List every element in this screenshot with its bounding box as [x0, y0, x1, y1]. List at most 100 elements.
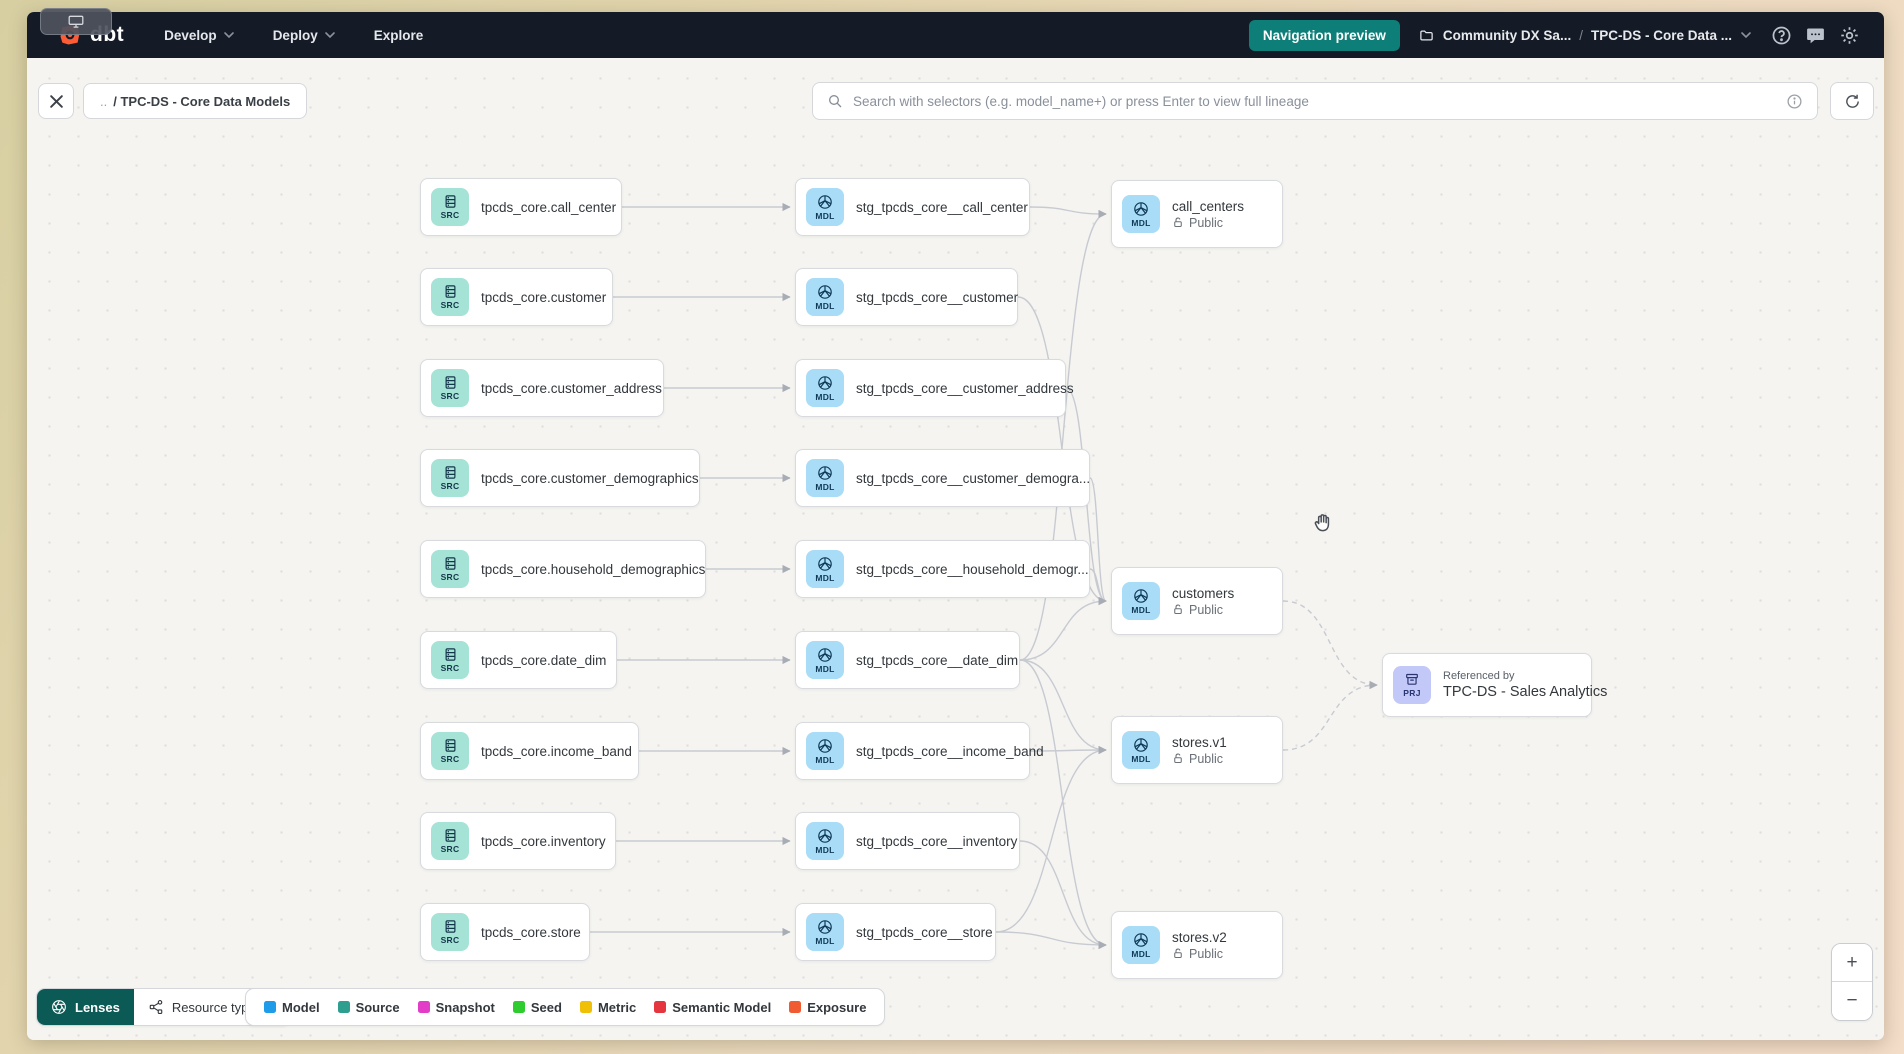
- src-badge-icon: SRC: [431, 459, 469, 497]
- navbar-right: Navigation preview Community DX Sa... / …: [1248, 19, 1860, 51]
- chevron-down-icon[interactable]: [1740, 31, 1752, 39]
- node-text: tpcds_core.date_dim: [481, 653, 606, 668]
- zoom-in-button[interactable]: +: [1832, 944, 1872, 982]
- navigation-preview-button[interactable]: Navigation preview: [1248, 19, 1400, 51]
- node-label: tpcds_core.customer: [481, 289, 607, 305]
- edge-stores_v1-to-prj_sales: [1282, 680, 1378, 751]
- help-icon[interactable]: [1770, 24, 1792, 46]
- mdl-badge-icon: MDL: [806, 822, 844, 860]
- node-label: stg_tpcds_core__inventory: [856, 833, 1018, 849]
- legend-item-source: Source: [337, 1000, 400, 1015]
- node-text: stg_tpcds_core__customer: [856, 290, 1018, 305]
- legend-color-chip: [579, 1001, 592, 1013]
- public-unlock-icon: [1174, 753, 1182, 764]
- close-lineage-button[interactable]: [38, 83, 74, 119]
- node-label: tpcds_core.household_demographics: [481, 561, 706, 577]
- graph-node-src_customer[interactable]: SRC tpcds_core.customer: [420, 268, 613, 326]
- node-label: tpcds_core.customer_demographics: [481, 470, 699, 486]
- node-text: tpcds_core.customer_demographics: [481, 471, 699, 486]
- graph-node-src_income_band[interactable]: SRC tpcds_core.income_band: [420, 722, 639, 780]
- feedback-icon[interactable]: [1804, 24, 1826, 46]
- edge-stg_household_demographics-to-customers: [1089, 568, 1107, 606]
- lenses-button[interactable]: Lenses: [37, 989, 134, 1025]
- refresh-lineage-button[interactable]: [1830, 82, 1874, 120]
- graph-node-stg_customer[interactable]: MDL stg_tpcds_core__customer: [795, 268, 1018, 326]
- legend-item-label: Metric: [597, 999, 637, 1015]
- info-icon[interactable]: [1786, 93, 1803, 110]
- nav-menu-develop[interactable]: Develop: [164, 28, 235, 43]
- breadcrumb-separator: /: [1579, 27, 1583, 43]
- mdl-badge-icon: MDL: [806, 188, 844, 226]
- grab-cursor: [1310, 510, 1336, 541]
- badge-type-label: MDL: [815, 935, 835, 946]
- legend-color-chip: [417, 1001, 430, 1013]
- database-icon: [445, 920, 455, 933]
- breadcrumb-page[interactable]: TPC-DS - Core Data ...: [1590, 27, 1732, 43]
- breadcrumb-project[interactable]: Community DX Sa...: [1442, 27, 1572, 43]
- model-cube-icon: [818, 284, 832, 299]
- node-text: stg_tpcds_core__household_demogr...: [856, 562, 1089, 577]
- edge-customers-to-prj_sales: [1282, 600, 1378, 690]
- src-badge-icon: SRC: [431, 550, 469, 588]
- src-badge-icon: SRC: [431, 278, 469, 316]
- mdl-badge-icon: MDL: [806, 278, 844, 316]
- legend-item-semantic-model: Semantic Model: [654, 1000, 771, 1015]
- mdl-badge-icon: MDL: [1122, 582, 1160, 620]
- src-badge-icon: SRC: [431, 732, 469, 770]
- graph-node-src_household_demographics[interactable]: SRC tpcds_core.household_demographics: [420, 540, 706, 598]
- graph-node-src_customer_demographics[interactable]: SRC tpcds_core.customer_demographics: [420, 449, 700, 507]
- settings-icon[interactable]: [1838, 24, 1860, 46]
- zoom-controls: + −: [1831, 943, 1873, 1021]
- lineage-breadcrumb[interactable]: .. / TPC-DS - Core Data Models: [83, 83, 308, 119]
- mdl-badge-icon: MDL: [1122, 926, 1160, 964]
- folder-icon: [1420, 30, 1433, 40]
- graph-node-stg_inventory[interactable]: MDL stg_tpcds_core__inventory: [795, 812, 1020, 870]
- node-label: tpcds_core.customer_address: [481, 380, 662, 396]
- mdl-badge-icon: MDL: [806, 459, 844, 497]
- nav-menu-deploy[interactable]: Deploy: [273, 28, 336, 43]
- search-input[interactable]: [853, 93, 1776, 109]
- badge-type-label: SRC: [440, 481, 460, 491]
- node-label: tpcds_core.call_center: [481, 199, 617, 215]
- legend-item-label: Semantic Model: [672, 999, 772, 1015]
- model-cube-icon: [818, 647, 832, 662]
- graph-node-stg_customer_address[interactable]: MDL stg_tpcds_core__customer_address: [795, 359, 1074, 417]
- database-icon: [445, 285, 455, 298]
- lenses-icon: [52, 1000, 66, 1014]
- lenses-label: Lenses: [75, 999, 120, 1015]
- badge-type-label: MDL: [815, 391, 835, 402]
- legend-item-label: Seed: [530, 999, 562, 1015]
- node-text: tpcds_core.inventory: [481, 834, 606, 849]
- badge-type-label: PRJ: [1403, 688, 1421, 698]
- node-text: tpcds_core.household_demographics: [481, 562, 705, 577]
- model-cube-icon: [818, 556, 832, 571]
- lineage-breadcrumb-label: / TPC-DS - Core Data Models: [113, 93, 291, 109]
- node-text: tpcds_core.income_band: [481, 744, 632, 759]
- node-label: stg_tpcds_core__customer_address: [856, 380, 1074, 396]
- lineage-breadcrumb-up[interactable]: ..: [100, 93, 108, 109]
- legend-item-label: Model: [282, 999, 320, 1015]
- nav-menu-explore[interactable]: Explore: [374, 28, 424, 43]
- zoom-out-button[interactable]: −: [1832, 982, 1872, 1020]
- badge-type-label: MDL: [815, 754, 835, 765]
